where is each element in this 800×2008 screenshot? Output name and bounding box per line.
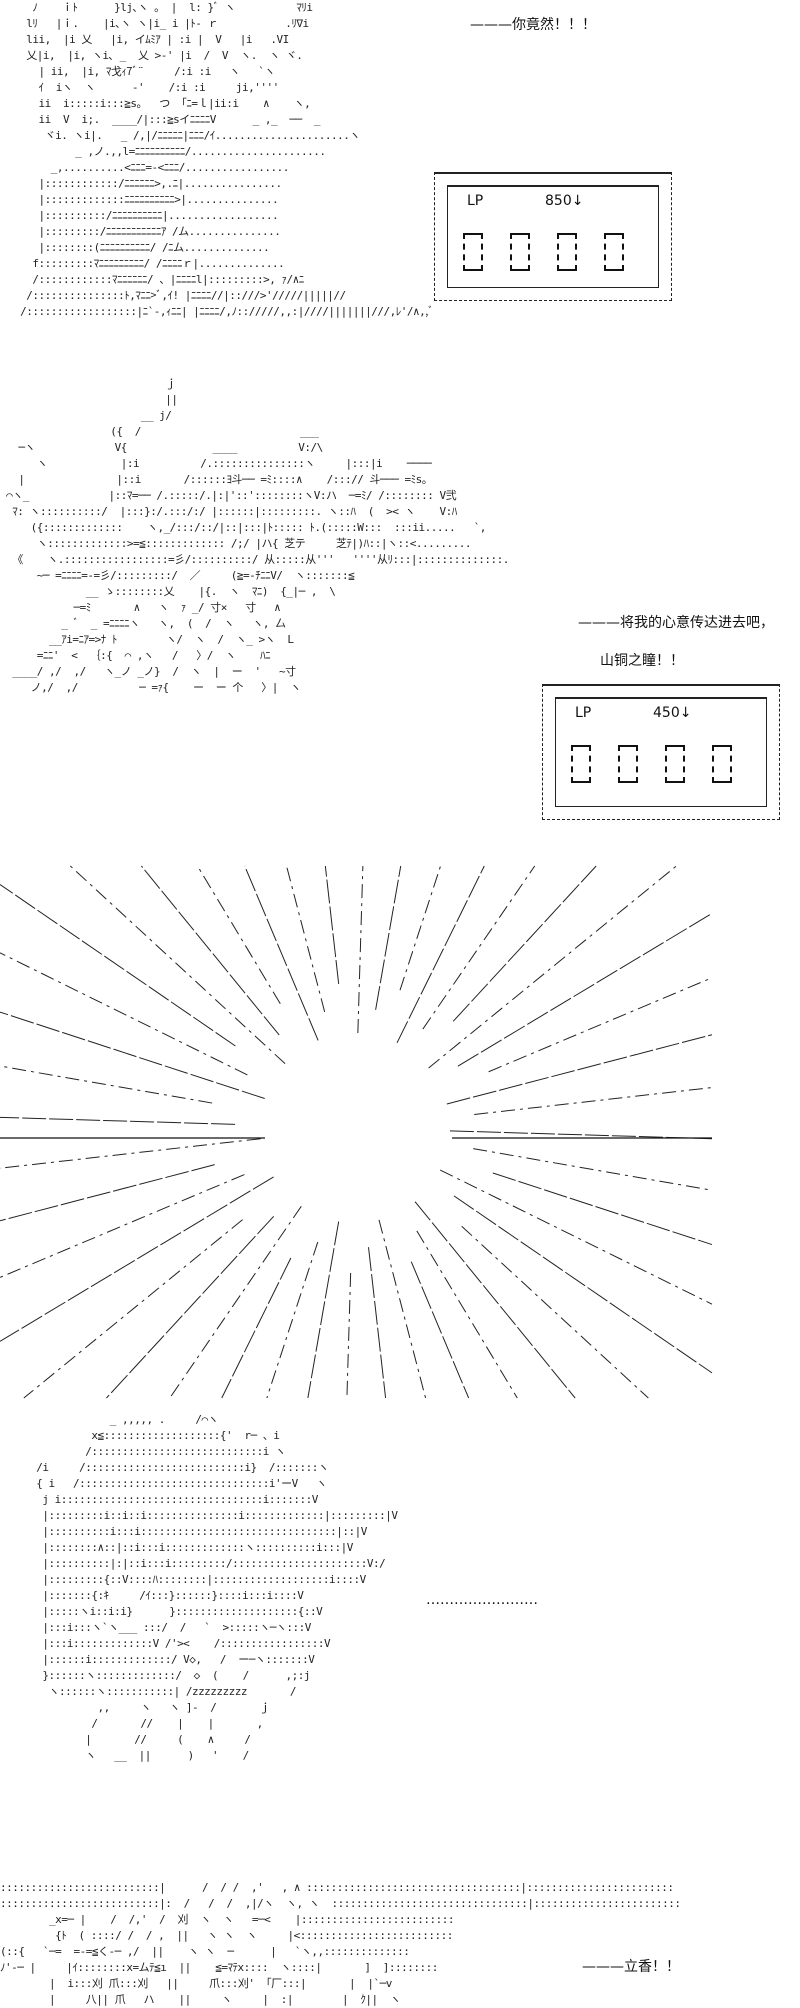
speed-line — [396, 865, 485, 1044]
speed-line — [439, 1169, 713, 1305]
speed-line — [488, 977, 713, 1073]
speed-line — [378, 1219, 427, 1399]
lp-digit — [571, 745, 591, 783]
speed-line — [307, 1221, 340, 1399]
speed-line — [399, 865, 442, 991]
speed-line — [70, 865, 286, 1065]
dialog-text: …………………… — [426, 1592, 538, 1608]
lp-digit — [604, 233, 624, 271]
speed-line — [0, 1065, 213, 1104]
speed-line — [0, 1174, 245, 1278]
life-points-box: LP 850↓ — [434, 172, 672, 301]
speed-line — [197, 865, 281, 1004]
speed-line — [23, 1219, 243, 1399]
lp-change-value: 450↓ — [653, 705, 692, 721]
speed-line — [357, 865, 364, 1034]
speed-line — [221, 1257, 292, 1399]
lp-digit — [618, 745, 638, 783]
speed-line — [0, 884, 236, 1047]
speed-line — [286, 865, 326, 1013]
lp-digit — [665, 745, 685, 783]
life-points-inner-frame — [555, 697, 767, 807]
speed-line — [106, 1215, 275, 1399]
lp-digit — [557, 233, 577, 271]
speed-line — [422, 865, 536, 1030]
speed-line — [141, 865, 280, 1036]
speed-line — [0, 952, 248, 1076]
lp-digit — [510, 233, 530, 271]
dialog-text: ———将我的心意传达进去吧， — [578, 615, 774, 631]
speed-line — [0, 1138, 261, 1169]
speed-line — [410, 1261, 470, 1399]
speed-line — [346, 1272, 352, 1399]
speed-line — [0, 1116, 236, 1125]
speed-line — [324, 865, 340, 984]
speed-line — [492, 1172, 713, 1246]
speed-line — [446, 1034, 713, 1105]
lp-digit — [463, 233, 483, 271]
speed-line — [416, 1230, 518, 1399]
speed-line — [453, 1195, 713, 1374]
ascii-art-panel-1: ﾉ ｉﾄ }lj､ヽ 。 | l: }ﾞ ヽ ﾏﾘi lﾘ |ｉ. |i､ヽ ヽ… — [20, 1, 434, 318]
speed-line — [414, 1201, 576, 1399]
life-points-box: LP 450↓ — [542, 684, 780, 820]
speed-line — [452, 865, 597, 1022]
lp-label: LP — [575, 705, 592, 721]
lp-change-value: 850↓ — [545, 193, 584, 209]
ascii-art-panel-2: ｊ || __ j/ ({ / ___ ─ヽ V{ ____ V:/\ ヽ |:… — [6, 377, 509, 694]
speed-line — [368, 1247, 387, 1399]
dialog-text: ———你竟然！！！ — [470, 17, 596, 33]
speed-line — [0, 1176, 274, 1342]
speed-line — [266, 1241, 319, 1399]
life-points-inner-frame — [447, 185, 659, 288]
speed-line — [169, 1206, 302, 1399]
speed-line — [474, 1087, 713, 1115]
ascii-art-panel-4: _ ,,,,, . /⌒ヽ x≦:::::::::::::::::::{' r─… — [36, 1413, 398, 1762]
dialog-text: ———立香！！ — [582, 1959, 680, 1975]
speed-line — [0, 1011, 265, 1099]
lp-digits — [571, 745, 732, 783]
speed-line — [375, 865, 402, 1010]
speed-line — [0, 1164, 215, 1222]
lp-digit — [712, 745, 732, 783]
speed-line — [461, 1225, 649, 1399]
speed-line — [244, 865, 319, 1041]
speed-line — [457, 912, 713, 1067]
dialog-text: 山铜之瞳！！ — [600, 653, 684, 669]
lp-digits — [463, 233, 624, 271]
ascii-art-panel-5: ::::::::::::::::::::::::::| / / / ,' , ∧… — [0, 1881, 681, 2006]
lp-label: LP — [467, 193, 484, 209]
speed-line — [473, 1148, 713, 1191]
